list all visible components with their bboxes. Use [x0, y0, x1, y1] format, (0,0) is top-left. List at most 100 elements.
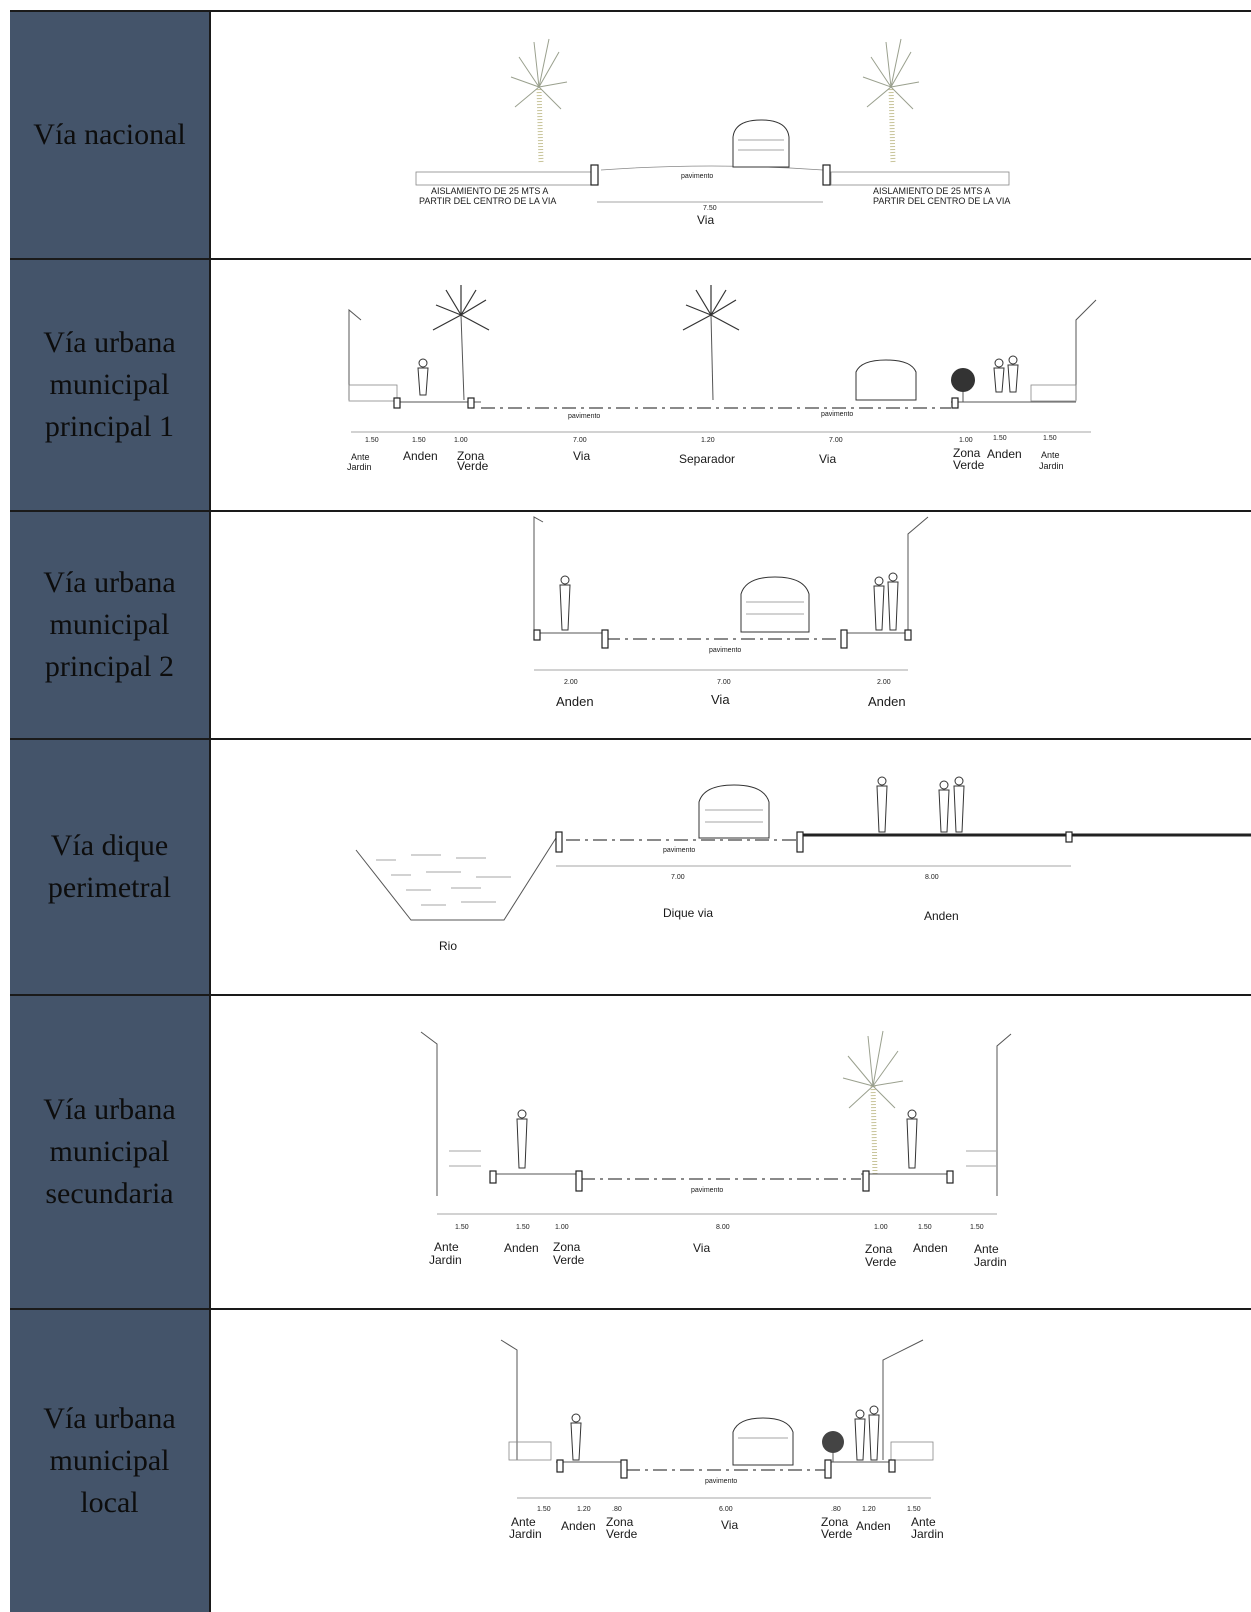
- section-label: Jardin: [347, 462, 372, 472]
- dimension-value: 7.00: [829, 437, 843, 444]
- dimension-value: 1.50: [516, 1224, 530, 1231]
- dimension-value: 1.00: [874, 1224, 888, 1231]
- section-label: Anden: [856, 1519, 891, 1533]
- dimension-value: 1.50: [907, 1506, 921, 1513]
- dimension-value: 1.50: [918, 1224, 932, 1231]
- section-label: Anden: [403, 449, 438, 463]
- person-icon: [417, 358, 429, 396]
- isolation-note: PARTIR DEL CENTRO DE LA VIA: [419, 196, 556, 206]
- dimension-value: 1.50: [365, 437, 379, 444]
- curb-icon: [467, 397, 475, 409]
- pavement-label: pavimento: [821, 411, 853, 418]
- section-label: Anden: [913, 1241, 948, 1255]
- dimension-value: 1.00: [454, 437, 468, 444]
- table-row: Vía urbana municipal principal 2: [10, 510, 1251, 738]
- person-icon: [906, 1109, 918, 1169]
- curb-icon: [824, 1459, 832, 1479]
- pavement-label: pavimento: [568, 413, 600, 420]
- curb-icon: [840, 629, 848, 649]
- section-label: Zona: [457, 449, 485, 463]
- dimension-value: 1.00: [555, 1224, 569, 1231]
- dimension-value: 8.00: [716, 1224, 730, 1231]
- dimension-value: 1.20: [862, 1506, 876, 1513]
- table-row: Vía nacional: [10, 10, 1251, 258]
- section-label: Via: [721, 1518, 738, 1532]
- section-label: Verde: [953, 458, 985, 472]
- car-icon: [732, 119, 790, 168]
- building-facade: [882, 1339, 924, 1460]
- garden-wall: [1030, 384, 1077, 402]
- dimension-value: 8.00: [925, 874, 939, 881]
- pavement-label: pavimento: [709, 647, 741, 654]
- section-label: Zona: [953, 446, 981, 460]
- isolation-note: PARTIR DEL CENTRO DE LA VIA: [873, 196, 1010, 206]
- section-label: Verde: [457, 459, 489, 473]
- person-icon: [570, 1413, 582, 1461]
- section-drawing-via-nacional: pavimento AISLAMIENTO DE 25 MTS A PARTIR…: [415, 38, 1010, 227]
- curb-icon: [601, 629, 609, 649]
- curb-icon: [555, 831, 563, 853]
- people-icon: [938, 776, 965, 833]
- garden-wall: [348, 384, 398, 402]
- building-facade: [348, 308, 362, 400]
- section-drawing-cell: pavimento 7.00 8.00 Dique via Anden Rio: [211, 740, 1251, 994]
- section-label: Via: [573, 449, 590, 463]
- person-icon: [559, 575, 571, 631]
- isolation-note: AISLAMIENTO DE 25 MTS A: [431, 186, 548, 196]
- section-label: Rio: [439, 939, 457, 953]
- section-label: Via: [819, 452, 836, 466]
- person-icon: [876, 776, 888, 833]
- section-label: Anden: [504, 1241, 539, 1255]
- section-label: Ante: [434, 1240, 459, 1254]
- row-label: Vía urbana municipal local: [43, 1402, 176, 1519]
- dimension-value: .80: [612, 1506, 622, 1513]
- building-facade: [1075, 299, 1097, 400]
- pavement-label: pavimento: [663, 847, 695, 854]
- curb-icon: [590, 164, 599, 186]
- dimension-value: 2.00: [877, 679, 891, 686]
- section-label: Verde: [553, 1253, 585, 1267]
- section-label: Jardin: [509, 1527, 542, 1541]
- isolation-strip-left: [415, 171, 595, 186]
- dimension-value: 1.50: [412, 437, 426, 444]
- palm-tree-icon: [510, 38, 568, 163]
- section-label: Zona: [553, 1240, 581, 1254]
- section-label: Zona: [865, 1242, 893, 1256]
- row-label-cell: Vía urbana municipal principal 2: [10, 512, 211, 738]
- row-label: Vía urbana municipal principal 2: [43, 566, 176, 683]
- section-label: Jardin: [911, 1527, 944, 1541]
- people-icon: [854, 1405, 880, 1461]
- curb-icon: [951, 397, 959, 409]
- section-label: Anden: [868, 694, 906, 709]
- building-facade: [996, 1033, 1012, 1196]
- section-drawing-principal-1: pavimento pavimento 1.50 1.50 1.00 7.00 …: [347, 285, 1097, 473]
- row-label-cell: Vía nacional: [10, 12, 211, 258]
- curb-icon: [904, 629, 912, 641]
- curb-icon: [489, 1170, 497, 1184]
- row-label-cell: Vía dique perimetral: [10, 740, 211, 994]
- dimension-value: 1.20: [577, 1506, 591, 1513]
- section-drawing-local: pavimento 1.50 1.20 .80 6.00 .80 1.20 1.…: [500, 1339, 944, 1541]
- table-row: Vía dique perimetral: [10, 738, 1251, 994]
- tree-icon: [822, 1431, 844, 1462]
- table-row: Vía urbana municipal principal 1: [10, 258, 1251, 510]
- dimension-value: 7.00: [717, 679, 731, 686]
- section-label: Via: [711, 692, 730, 707]
- dimension-value: 1.50: [455, 1224, 469, 1231]
- section-label: Anden: [561, 1519, 596, 1533]
- curb-icon: [575, 1170, 583, 1192]
- section-label: Anden: [556, 694, 594, 709]
- section-label: Via: [697, 213, 714, 227]
- dimension-value: 1.20: [701, 437, 715, 444]
- dimension-value: 7.00: [671, 874, 685, 881]
- garden-wall: [508, 1441, 552, 1461]
- isolation-note: AISLAMIENTO DE 25 MTS A: [873, 186, 990, 196]
- person-icon: [516, 1109, 528, 1169]
- dimension-value: 7.50: [703, 205, 717, 212]
- car-icon: [698, 784, 770, 839]
- dimension-value: .80: [831, 1506, 841, 1513]
- row-label-cell: Vía urbana municipal local: [10, 1310, 211, 1612]
- pavement-label: pavimento: [691, 1187, 723, 1194]
- river-channel: [355, 837, 557, 921]
- garden-wall: [890, 1441, 934, 1461]
